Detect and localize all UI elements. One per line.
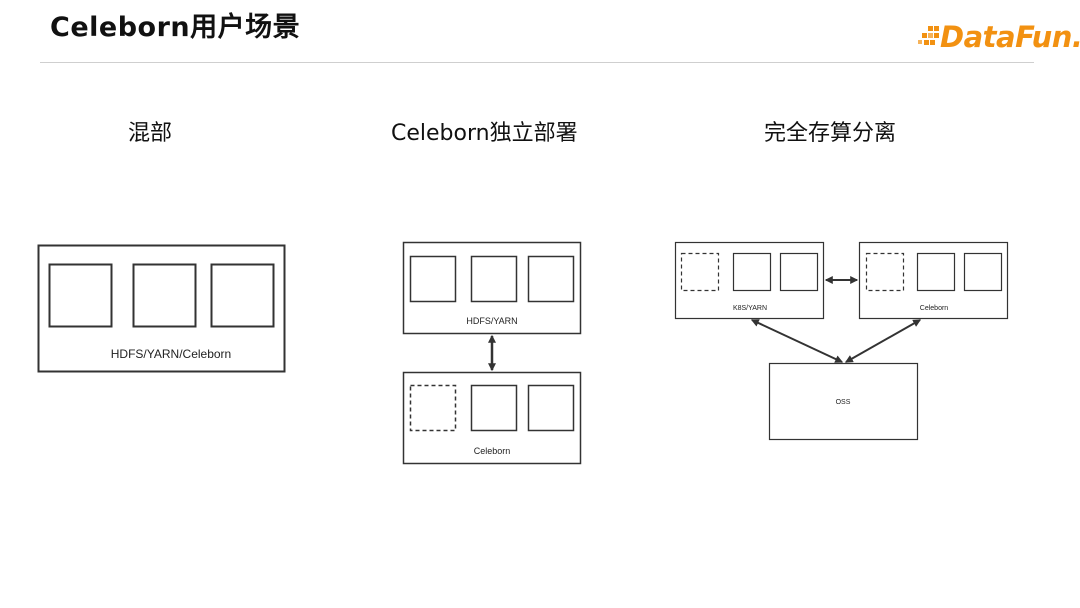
node-slot [916, 252, 956, 292]
node-slot [527, 384, 575, 432]
heading-storage-compute-separation: 完全存算分离 [764, 121, 897, 146]
node-slot [48, 263, 113, 328]
node-slot [527, 255, 575, 303]
slide-title: Celeborn用户场景 [50, 12, 301, 43]
celeborn-cluster-box [402, 371, 582, 465]
heading-standalone-deployment: Celeborn独立部署 [391, 121, 578, 146]
heading-mixed-deployment: 混部 [128, 121, 173, 146]
bidirectional-arrow [750, 319, 844, 363]
k8s-yarn-cluster-box [674, 241, 825, 320]
box-label-hdfs-yarn-celeborn: HDFS/YARN/Celeborn [111, 347, 231, 361]
elastic-node-slot [865, 252, 905, 292]
node-slot [409, 255, 457, 303]
elastic-node-slot [680, 252, 720, 292]
mixed-cluster-box [37, 244, 286, 373]
box-label-k8s-yarn: K8S/YARN [733, 305, 767, 312]
logo-text: DataFun. [940, 20, 1080, 54]
hdfs-yarn-cluster-box [402, 241, 582, 335]
node-slot [210, 263, 275, 328]
elastic-node-slot [409, 384, 457, 432]
logo-pixel-icon [918, 26, 939, 45]
title-divider [40, 62, 1034, 63]
node-slot [779, 252, 819, 292]
box-label-hdfs-yarn: HDFS/YARN [466, 316, 517, 326]
datafun-logo: DataFun. [918, 16, 1080, 56]
box-label-oss: OSS [836, 399, 851, 406]
node-slot [470, 384, 518, 432]
node-slot [963, 252, 1003, 292]
node-slot [132, 263, 197, 328]
box-label-celeborn: Celeborn [474, 446, 511, 456]
bidirectional-arrow [844, 319, 922, 363]
node-slot [470, 255, 518, 303]
celeborn-remote-cluster-box [858, 241, 1009, 320]
oss-storage-box [768, 362, 919, 441]
node-slot [732, 252, 772, 292]
box-label-celeborn: Celeborn [920, 305, 949, 312]
